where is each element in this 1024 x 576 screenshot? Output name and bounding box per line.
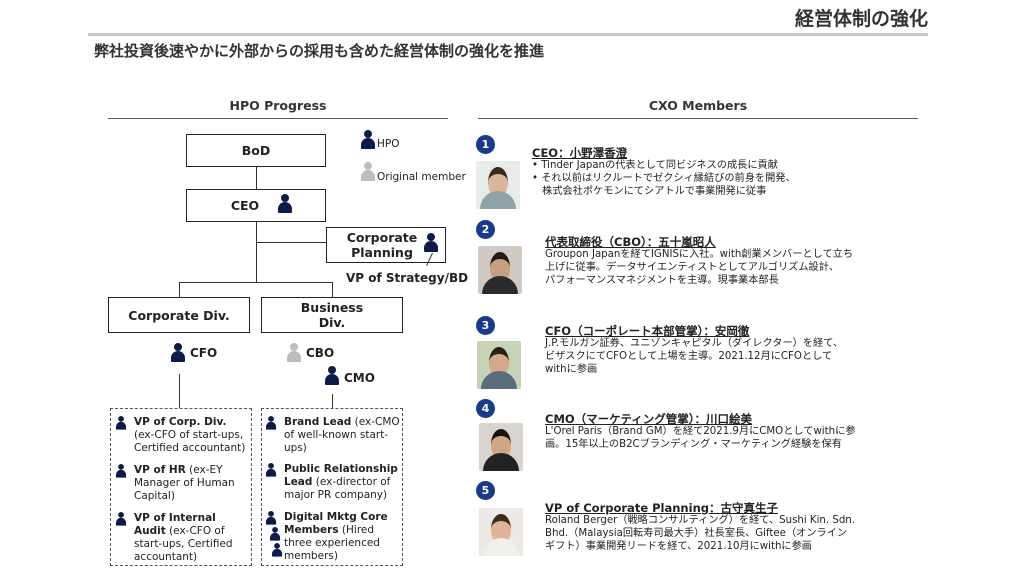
member-1-title: CEO：小野澤香澄 — [532, 146, 628, 160]
hpo-heading: HPO Progress — [229, 98, 327, 113]
member-3-title: CFO（コーポレート本部管掌）：安岡徹 — [545, 324, 750, 338]
vp-internal-audit-icon — [116, 512, 127, 526]
member-2-title: 代表取締役（CBO）：五十嵐昭人 — [545, 235, 716, 249]
vp-hr-icon — [116, 464, 127, 478]
ceo-label: CEO — [230, 198, 260, 213]
member-1-desc: • Tinder Japanの代表として同ビジネスの成長に貢献 • それ以前はリ… — [532, 160, 796, 197]
connector-corporate-div — [179, 282, 180, 297]
pr-lead-item: Public Relationship Lead (ex-director of… — [284, 463, 398, 501]
member-2-badge: 2 — [476, 220, 495, 239]
pr-lead-icon — [266, 463, 277, 477]
connector-cfo-team — [179, 374, 180, 408]
digital-mktg-icon-3 — [272, 543, 283, 557]
member-2-desc: Groupon Japanを経てIGNISに入社。with創業メンバーとして立ち… — [545, 249, 854, 286]
member-4-title: CMO（マーケティング管掌）：川口絵美 — [545, 412, 752, 426]
business-team-box — [261, 408, 403, 566]
ceo-box: CEO — [186, 189, 326, 222]
member-1-photo — [476, 161, 520, 209]
vp-strategy-label: VP of Strategy/BD — [346, 271, 469, 285]
vp-hr-item: VP of HR (ex-EY Manager of Human Capital… — [134, 464, 235, 502]
member-3-badge: 3 — [476, 316, 495, 335]
member-5-badge: 5 — [476, 481, 495, 500]
digital-mktg-icon-1 — [266, 511, 277, 525]
cfo-hpo-icon — [171, 343, 185, 362]
corporate-planning-label: Corporate Planning — [346, 230, 418, 260]
cxo-heading: CXO Members — [648, 98, 748, 113]
member-5-photo — [479, 508, 523, 556]
connector-bod-ceo — [256, 167, 257, 189]
connector-ceo-down — [256, 222, 257, 282]
corporate-div-box: Corporate Div. — [108, 297, 250, 333]
member-2-photo — [478, 246, 522, 294]
cxo-heading-rule — [478, 118, 918, 119]
vp-corp-div-icon — [116, 416, 127, 430]
connector-divisions — [179, 282, 333, 283]
hpo-legend-icon — [361, 130, 375, 149]
connector-corp-planning — [256, 242, 326, 243]
original-member-legend-icon — [361, 162, 375, 181]
connector-cmo-team — [332, 394, 333, 408]
business-div-box: Business Div. — [261, 297, 403, 333]
cmo-label: CMO — [344, 371, 375, 385]
member-3-photo — [477, 341, 521, 389]
digital-mktg-icon-2 — [270, 527, 281, 541]
member-5-desc: Roland Berger（戦略コンサルティング）を経て、Sushi Kin. … — [545, 515, 855, 552]
corporate-team-box — [110, 408, 252, 566]
cbo-label: CBO — [306, 346, 335, 360]
vp-corp-div-item: VP of Corp. Div. (ex-CFO of start-ups, C… — [134, 416, 246, 454]
cbo-original-icon — [287, 343, 301, 362]
digital-mktg-item: Digital Mktg Core Members (Hired three e… — [284, 511, 388, 562]
page-title: 経営体制の強化 — [794, 8, 928, 30]
member-4-badge: 4 — [476, 399, 495, 418]
member-1-badge: 1 — [476, 135, 495, 154]
page-subtitle: 弊社投資後速やかに外部からの採用も含めた経営体制の強化を推進 — [94, 42, 545, 60]
corp-planning-hpo-icon — [424, 233, 438, 252]
brand-lead-icon — [266, 416, 277, 430]
hpo-legend-label: HPO — [377, 138, 400, 150]
original-member-legend-label: Original member — [377, 171, 466, 183]
hpo-heading-rule — [108, 118, 448, 119]
title-divider — [88, 33, 928, 36]
cfo-label: CFO — [190, 346, 218, 360]
member-4-desc: L'Orel Paris（Brand GM）を経て2021.9月にCMOとしてw… — [545, 426, 856, 450]
connector-business-div — [332, 282, 333, 297]
cmo-hpo-icon — [325, 366, 339, 385]
member-4-photo — [479, 423, 523, 471]
vp-internal-audit-item: VP of Internal Audit (ex-CFO of start-up… — [134, 512, 233, 563]
ceo-hpo-icon — [278, 194, 292, 213]
member-5-title: VP of Corporate Planning：古守真生子 — [545, 501, 778, 515]
bod-box: BoD — [186, 134, 326, 167]
member-3-desc: J.P.モルガン証券、ユニゾンキャピタル（ダイレクター）を経て、 ビザスクにてC… — [545, 338, 844, 375]
brand-lead-item: Brand Lead (ex-CMO of well-known start-u… — [284, 416, 400, 454]
